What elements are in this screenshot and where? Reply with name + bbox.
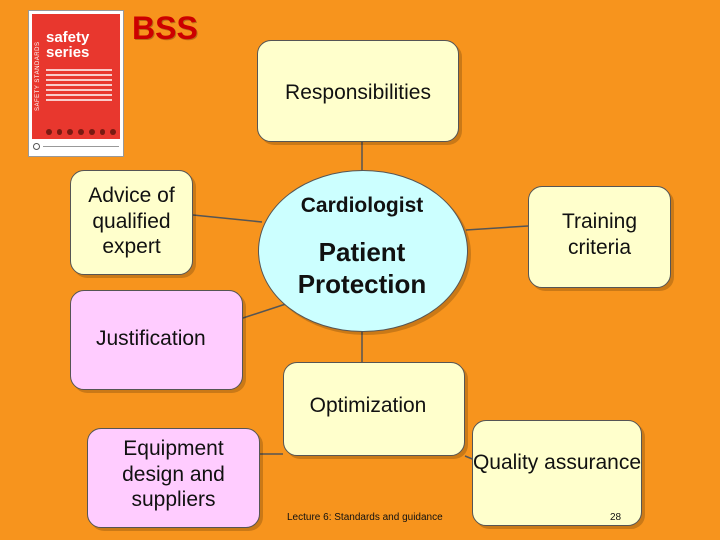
justification-box <box>70 290 243 390</box>
optimization-box <box>283 362 465 456</box>
responsibilities-label: Responsibilities <box>285 81 431 104</box>
cover-red-panel: SAFETY STANDARDS safety series <box>32 14 120 139</box>
safety-series-cover-image: SAFETY STANDARDS safety series <box>28 10 124 157</box>
cardiologist-label: Cardiologist <box>300 194 424 217</box>
lecture-footer: Lecture 6: Standards and guidance <box>287 512 443 523</box>
training-box <box>528 186 671 288</box>
slide-title: BSS <box>132 10 198 46</box>
patient-protection-label: Patient Protection <box>297 237 427 299</box>
page-number: 28 <box>610 512 622 523</box>
justification-label: Justification <box>96 327 206 350</box>
connector-right <box>465 225 529 231</box>
cover-title-line1: safety <box>46 29 90 46</box>
equipment-box <box>87 428 260 528</box>
quality-label: Quality assurance <box>472 451 642 474</box>
patient-protection-ellipse <box>258 170 468 332</box>
cover-dots <box>46 129 117 135</box>
advice-box <box>70 170 193 275</box>
quality-box <box>472 420 642 526</box>
equipment-label: Equipment design and suppliers <box>122 437 225 512</box>
connector-left <box>192 214 263 223</box>
iaea-logo-icon <box>33 143 40 150</box>
cover-title: safety series <box>46 30 118 60</box>
cover-side-text: SAFETY STANDARDS <box>35 41 41 111</box>
optimization-label: Optimization <box>309 394 427 417</box>
responsibilities-box <box>257 40 459 142</box>
advice-label: Advice of qualified expert <box>88 184 175 259</box>
cover-text-lines <box>46 66 112 104</box>
training-label: Training criteria <box>561 210 638 259</box>
cover-title-line2: series <box>46 44 90 61</box>
cover-footer <box>33 143 119 151</box>
